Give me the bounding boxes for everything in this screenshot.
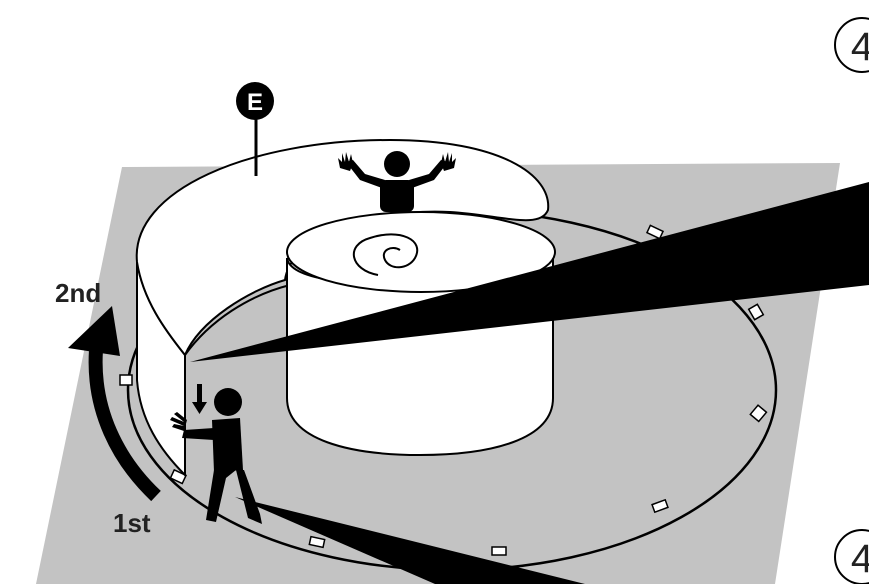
- track-marker: [491, 546, 507, 556]
- track-marker: [169, 468, 188, 485]
- pusher-torso: [212, 418, 243, 472]
- pusher-head: [214, 388, 242, 416]
- marker-letter: E: [247, 89, 263, 116]
- person-behind-mat: [338, 151, 456, 212]
- person-left-arm: [346, 160, 385, 188]
- label-second: 2nd: [55, 278, 101, 308]
- person-torso: [380, 180, 414, 212]
- person-head: [384, 151, 410, 177]
- track-marker: [749, 404, 768, 423]
- rotation-arrow-shaft: [88, 349, 161, 502]
- track-marker: [645, 224, 665, 240]
- right-hand-icon: [441, 152, 456, 171]
- person-right-arm: [409, 160, 448, 188]
- marker-circle: [236, 82, 274, 120]
- step-number-top: 4: [851, 25, 869, 69]
- pusher-arm: [182, 428, 214, 440]
- lower-beam: [235, 497, 585, 584]
- step-circle-bottom: [834, 529, 869, 584]
- mat-inner-edge: [184, 284, 291, 356]
- track-marker: [119, 374, 133, 386]
- pusher-hand-icon: [170, 412, 187, 431]
- rotation-arrow-head: [68, 306, 120, 356]
- roll-spiral: [352, 233, 419, 276]
- track-marker: [651, 498, 669, 514]
- down-arrow-icon: [192, 384, 207, 414]
- left-hand-icon: [338, 152, 353, 171]
- label-first: 1st: [113, 508, 151, 538]
- person-pushing-mat: [170, 384, 262, 524]
- step-circle-top: [834, 17, 869, 73]
- upper-beam: [190, 182, 869, 362]
- track-marker: [308, 535, 326, 549]
- pusher-legs: [206, 470, 262, 524]
- track-marker: [747, 303, 765, 321]
- track-markers: [119, 224, 768, 556]
- step-number-bottom: 4: [851, 537, 869, 581]
- roll-top: [286, 211, 556, 293]
